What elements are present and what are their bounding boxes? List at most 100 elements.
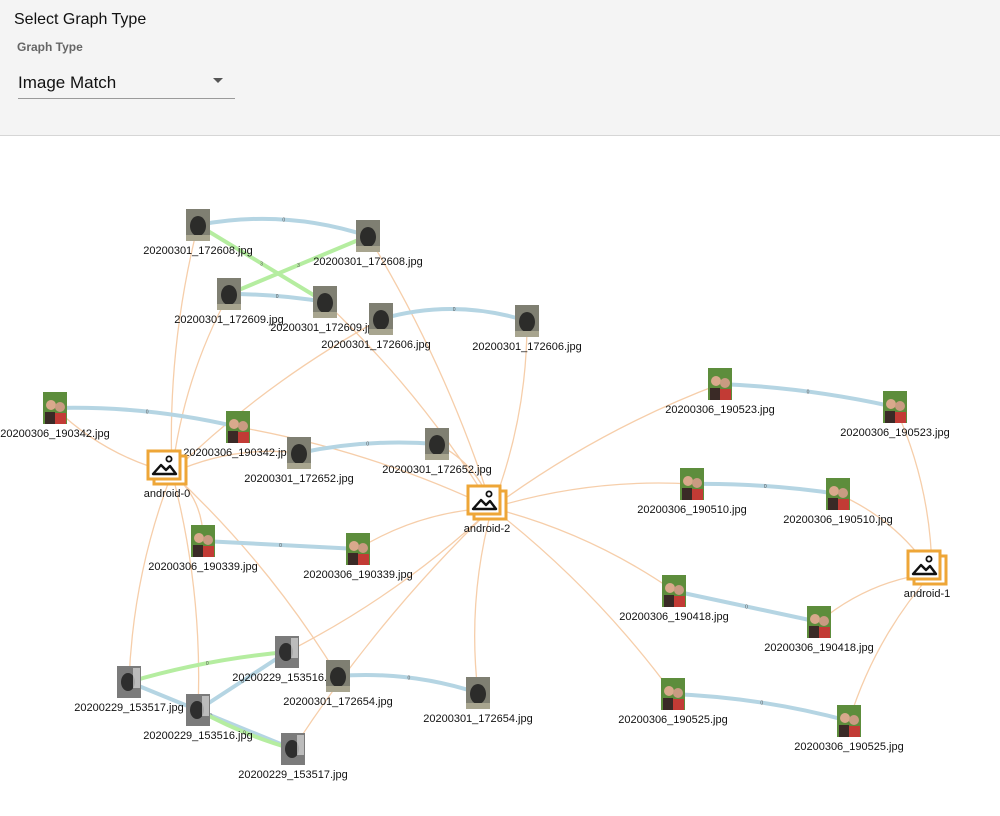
image-node[interactable]: 20200306_190339.jpg — [303, 533, 413, 581]
graph-type-selected-value: Image Match — [18, 73, 117, 92]
image-node[interactable]: 20200301_172654.jpg — [423, 677, 533, 725]
match-edge[interactable] — [690, 481, 840, 496]
device-edge — [491, 383, 721, 509]
device-edge — [292, 507, 493, 750]
image-node[interactable]: 20200229_153517.jpg — [74, 666, 184, 714]
device-node[interactable]: android-0 — [144, 449, 190, 500]
match-weight-label: 0 — [760, 701, 763, 707]
match-edge[interactable] — [196, 216, 370, 238]
image-node[interactable]: 20200301_172606.jpg — [472, 305, 582, 353]
gallery-icon — [146, 449, 188, 486]
image-node[interactable]: 20200229_153517.jpg — [238, 733, 348, 781]
device-edge — [171, 318, 382, 474]
image-node[interactable]: 20200229_153516.jpg — [232, 636, 342, 684]
image-node[interactable]: 20200301_172606.jpg — [321, 303, 431, 351]
device-edge — [474, 507, 493, 694]
people-photo-thumbnail-icon — [826, 478, 850, 510]
match-edge[interactable] — [201, 539, 360, 551]
people-photo-thumbnail-icon — [708, 368, 732, 400]
image-node[interactable]: 20200229_153516.jpg — [143, 694, 253, 742]
image-node-label: 20200301_172606.jpg — [472, 341, 582, 353]
dog-photo-thumbnail-icon — [369, 303, 393, 335]
device-edge — [171, 472, 339, 677]
image-node[interactable]: 20200301_172609.jpg — [174, 278, 284, 326]
dog-photo-thumbnail-icon — [515, 305, 539, 337]
image-node[interactable]: 20200306_190510.jpg — [637, 468, 747, 516]
gray-photo-thumbnail-icon — [281, 733, 305, 765]
image-node-label: 20200229_153517.jpg — [238, 769, 348, 781]
match-weight-label: 0 — [366, 442, 369, 448]
image-node[interactable]: 20200306_190342.jpg — [183, 411, 293, 459]
image-node-label: 20200306_190510.jpg — [783, 514, 893, 526]
image-node[interactable]: 20200306_190523.jpg — [840, 391, 950, 439]
image-node[interactable]: 20200301_172608.jpg — [313, 220, 423, 268]
people-photo-thumbnail-icon — [191, 525, 215, 557]
match-edge[interactable] — [672, 589, 821, 624]
image-node-label: 20200306_190523.jpg — [665, 404, 775, 416]
image-node-label: 20200301_172608.jpg — [313, 256, 423, 268]
image-node-label: 20200301_172652.jpg — [382, 464, 492, 476]
dog-photo-thumbnail-icon — [326, 660, 350, 692]
image-node[interactable]: 20200306_190525.jpg — [618, 678, 728, 726]
device-edge — [367, 235, 493, 509]
image-node[interactable]: 20200306_190525.jpg — [794, 705, 904, 753]
image-node-label: 20200301_172606.jpg — [321, 339, 431, 351]
image-node[interactable]: 20200306_190523.jpg — [665, 368, 775, 416]
match-edge[interactable] — [379, 306, 529, 323]
image-node[interactable]: 20200306_190418.jpg — [764, 606, 874, 654]
image-node[interactable]: 20200306_190418.jpg — [619, 575, 729, 623]
image-node-label: 20200229_153516.jpg — [143, 730, 253, 742]
device-edge — [848, 572, 933, 722]
image-node-label: 20200306_190418.jpg — [764, 642, 874, 654]
people-photo-thumbnail-icon — [807, 606, 831, 638]
match-weight-label: 3 — [260, 262, 263, 268]
people-photo-thumbnail-icon — [837, 705, 861, 737]
match-weight-label: 0 — [243, 730, 246, 736]
device-node-label: android-1 — [904, 588, 950, 600]
image-node[interactable]: 20200306_190342.jpg — [0, 392, 110, 440]
gray-photo-thumbnail-icon — [186, 694, 210, 726]
graph-type-select[interactable]: Image Match — [18, 66, 235, 99]
gallery-icon — [466, 484, 508, 521]
image-node[interactable]: 20200301_172652.jpg — [382, 428, 492, 476]
match-edge[interactable] — [718, 382, 897, 409]
image-node[interactable]: 20200301_172609.jpg — [270, 286, 380, 334]
dog-photo-thumbnail-icon — [287, 437, 311, 469]
match-edge[interactable] — [297, 440, 439, 455]
image-node-label: 20200301_172608.jpg — [143, 245, 253, 257]
image-node-label: 20200306_190510.jpg — [637, 504, 747, 516]
device-node[interactable]: android-2 — [464, 484, 510, 535]
image-node[interactable]: 20200301_172608.jpg — [143, 209, 253, 257]
device-node-label: android-2 — [464, 523, 510, 535]
image-node-label: 20200301_172654.jpg — [283, 696, 393, 708]
image-node-label: 20200306_190523.jpg — [840, 427, 950, 439]
image-node[interactable]: 20200306_190339.jpg — [148, 525, 258, 573]
gray-photo-thumbnail-icon — [275, 636, 299, 668]
image-node-label: 20200306_190525.jpg — [794, 741, 904, 753]
caret-down-icon — [213, 78, 223, 83]
device-node[interactable]: android-1 — [904, 549, 950, 600]
match-edge[interactable] — [53, 405, 240, 429]
device-edge — [170, 224, 199, 474]
match-edge[interactable] — [196, 223, 327, 304]
image-node[interactable]: 20200301_172652.jpg — [244, 437, 354, 485]
match-edge[interactable] — [227, 234, 370, 296]
match-edge[interactable] — [336, 672, 480, 695]
match-weight-label: 0 — [282, 218, 285, 224]
gallery-icon — [906, 549, 948, 586]
people-photo-thumbnail-icon — [346, 533, 370, 565]
image-node[interactable]: 20200306_190510.jpg — [783, 478, 893, 526]
match-edge[interactable] — [127, 650, 289, 684]
image-node-label: 20200301_172654.jpg — [423, 713, 533, 725]
dog-photo-thumbnail-icon — [217, 278, 241, 310]
image-node-label: 20200301_172609.jpg — [174, 314, 284, 326]
device-edge — [491, 507, 674, 695]
graph-type-panel: Select Graph Type Graph Type Image Match — [0, 0, 1000, 136]
image-node[interactable]: 20200301_172654.jpg — [283, 660, 393, 708]
match-edge[interactable] — [671, 692, 851, 723]
gray-photo-thumbnail-icon — [117, 666, 141, 698]
match-weight-label: 3 — [297, 263, 300, 269]
image-node-label: 20200306_190525.jpg — [618, 714, 728, 726]
dog-photo-thumbnail-icon — [356, 220, 380, 252]
